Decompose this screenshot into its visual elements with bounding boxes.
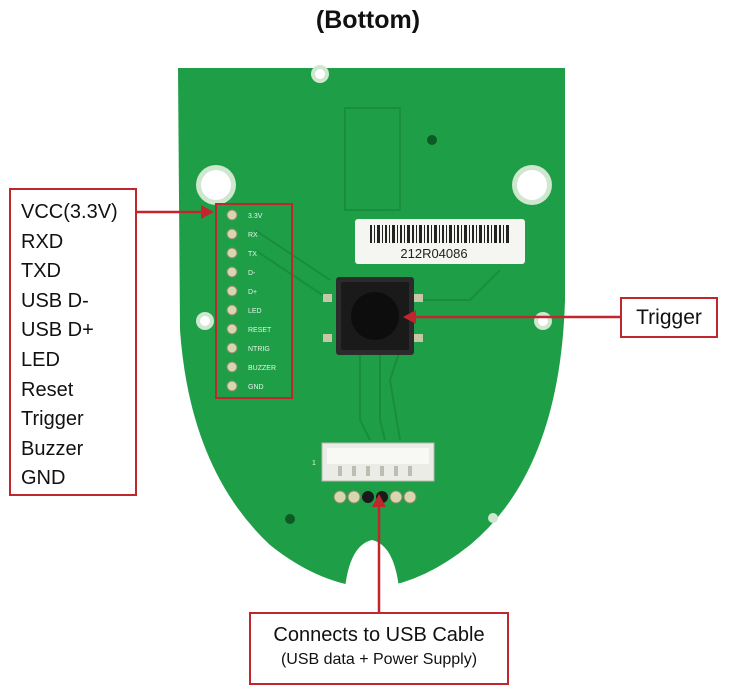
pin-pads xyxy=(226,209,238,392)
pin-label-reset: Reset xyxy=(21,378,74,401)
silk-label: LED xyxy=(248,308,262,315)
mounting-holes xyxy=(196,65,552,524)
pin-label-usb-d-minus: USB D- xyxy=(21,289,89,312)
pin-legend-box: VCC(3.3V) RXD TXD USB D- USB D+ LED Rese… xyxy=(9,188,137,496)
silk-label: 3.3V xyxy=(248,213,263,220)
pin-label-led: LED xyxy=(21,348,60,371)
silk-label: RESET xyxy=(248,327,272,334)
silk-label: BUZZER xyxy=(248,365,276,372)
silk-label: D+ xyxy=(248,289,257,296)
silk-label: GND xyxy=(248,384,264,391)
pin-label-usb-d-plus: USB D+ xyxy=(21,319,94,342)
pin-label-vcc: VCC(3.3V) xyxy=(21,201,118,223)
silk-label: TX xyxy=(248,251,257,258)
silk-label: RX xyxy=(248,232,258,239)
pin-label-buzzer: Buzzer xyxy=(21,437,84,460)
pcb-notch xyxy=(345,540,399,588)
serial-number: 212R04086 xyxy=(400,246,467,261)
callout-arrows xyxy=(137,205,620,612)
silk-label: D- xyxy=(248,270,256,277)
trigger-callout: Trigger xyxy=(620,297,718,338)
silk-label: NTRIG xyxy=(248,346,270,353)
trigger-switch xyxy=(323,277,423,355)
pin-label-trigger: Trigger xyxy=(21,408,84,431)
usb-callout: Connects to USB Cable (USB data + Power … xyxy=(249,612,509,685)
silkscreen-labels: 3.3V RX TX D- D+ LED RESET NTRIG BUZZER … xyxy=(248,213,276,391)
usb-callout-line1: Connects to USB Cable xyxy=(273,624,485,646)
pin-label-txd: TXD xyxy=(21,260,61,283)
page-title: (Bottom) xyxy=(315,6,421,34)
connector-pin-label: 1 xyxy=(312,460,316,467)
usb-callout-line2: (USB data + Power Supply) xyxy=(280,651,478,668)
barcode-sticker: 212R04086 xyxy=(355,219,525,264)
usb-connector: 1 xyxy=(312,442,435,504)
pin-label-rxd: RXD xyxy=(21,230,64,253)
header-highlight xyxy=(215,203,293,399)
pin-label-gnd: GND xyxy=(21,467,66,490)
